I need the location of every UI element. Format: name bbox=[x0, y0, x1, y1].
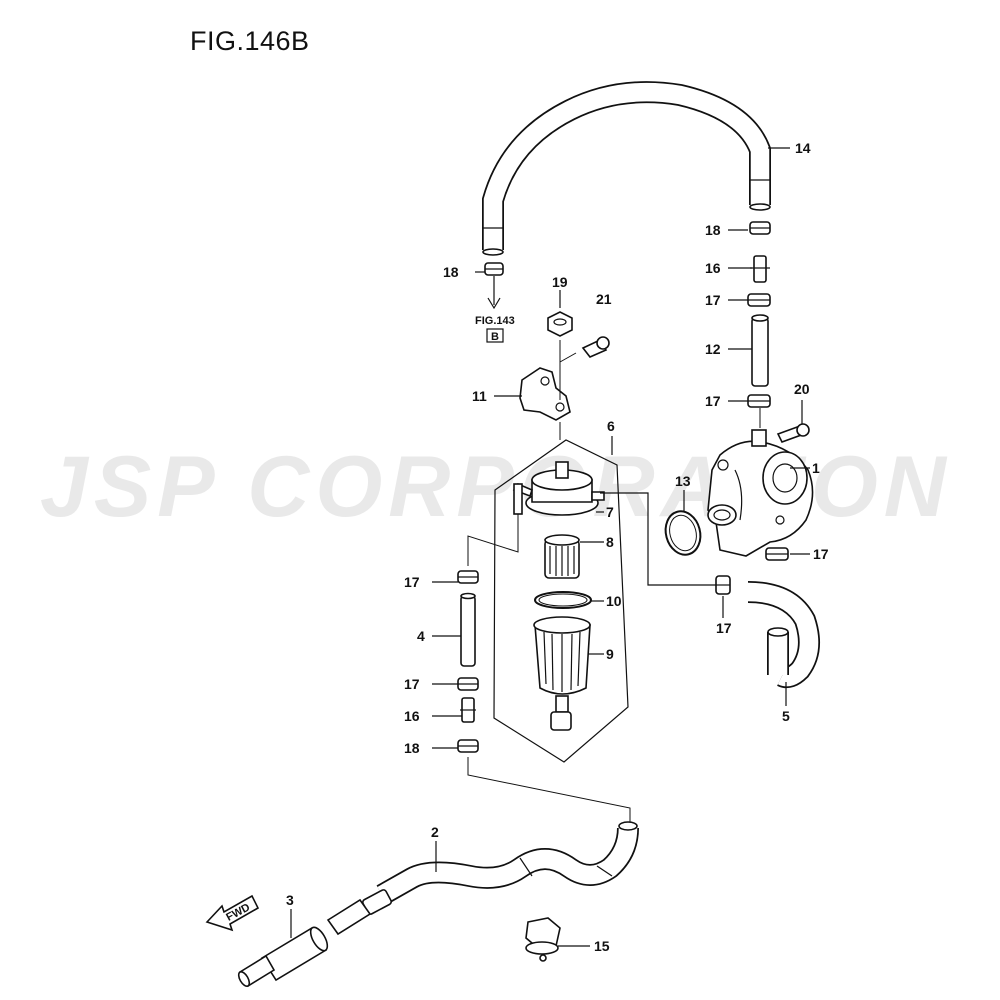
part-17-clip-right-b[interactable] bbox=[747, 394, 771, 408]
callout-17-left-a: 17 bbox=[404, 574, 420, 590]
part-14-hose[interactable] bbox=[482, 81, 771, 256]
reference-box-label: B bbox=[491, 331, 499, 343]
callout-16-right: 16 bbox=[705, 260, 721, 276]
part-5-hose[interactable] bbox=[747, 581, 820, 689]
callout-10: 10 bbox=[606, 593, 622, 609]
callout-21: 21 bbox=[596, 291, 612, 307]
part-9-filter-bowl[interactable] bbox=[533, 616, 591, 731]
callout-11: 11 bbox=[472, 388, 487, 404]
part-16-fitting-right[interactable] bbox=[750, 255, 770, 283]
callout-1: 1 bbox=[812, 460, 820, 476]
callout-17-left-b: 17 bbox=[404, 676, 420, 692]
part-11-bracket[interactable] bbox=[519, 367, 571, 421]
callout-5: 5 bbox=[782, 708, 790, 724]
part-3-connector[interactable] bbox=[237, 898, 372, 988]
part-2-hose[interactable] bbox=[362, 821, 639, 915]
figure-title: FIG.146B bbox=[190, 26, 310, 56]
callout-7: 7 bbox=[606, 504, 614, 520]
callout-9: 9 bbox=[606, 646, 614, 662]
part-13-o-ring[interactable] bbox=[661, 507, 705, 558]
part-21-bolt[interactable] bbox=[581, 336, 610, 358]
callout-19: 19 bbox=[552, 274, 568, 290]
fwd-label: FWD bbox=[224, 901, 252, 923]
part-17-clip-center[interactable] bbox=[715, 575, 731, 595]
figure-reference-label: FIG.143 bbox=[475, 315, 515, 327]
fwd-arrow-icon: FWD bbox=[205, 894, 260, 932]
callout-17-right-a: 17 bbox=[705, 292, 721, 308]
callout-4: 4 bbox=[417, 628, 425, 644]
callout-20: 20 bbox=[794, 381, 810, 397]
part-17-clip-left-b[interactable] bbox=[457, 677, 479, 691]
reference-box bbox=[486, 328, 504, 343]
callout-14: 14 bbox=[795, 140, 811, 156]
part-18-clip-left-bottom[interactable] bbox=[457, 739, 479, 753]
callout-16-left: 16 bbox=[404, 708, 420, 724]
callout-17-center: 17 bbox=[716, 620, 732, 636]
part-17-clip-right-a[interactable] bbox=[747, 293, 771, 307]
callout-6: 6 bbox=[607, 418, 615, 434]
callout-12: 12 bbox=[705, 341, 721, 357]
callout-13: 13 bbox=[675, 473, 691, 489]
callout-3: 3 bbox=[286, 892, 294, 908]
callout-2: 2 bbox=[431, 824, 439, 840]
part-17-clip-left-a[interactable] bbox=[457, 570, 479, 584]
callout-18-left-bottom: 18 bbox=[404, 740, 420, 756]
part-20-bolt[interactable] bbox=[776, 423, 810, 443]
part-4-hose[interactable] bbox=[460, 592, 476, 667]
part-1-fuel-pump[interactable] bbox=[707, 429, 814, 557]
callout-18-left: 18 bbox=[443, 264, 459, 280]
part-7-filter-head[interactable] bbox=[512, 461, 605, 516]
part-10-o-ring[interactable] bbox=[534, 591, 592, 609]
part-6-assembly-frame bbox=[493, 439, 629, 763]
part-8-filter-element[interactable] bbox=[544, 534, 580, 579]
part-19-nut[interactable] bbox=[547, 311, 573, 337]
callout-8: 8 bbox=[606, 534, 614, 550]
callout-17-right-b: 17 bbox=[705, 393, 721, 409]
part-18-clip-right[interactable] bbox=[749, 221, 771, 235]
callout-18-right: 18 bbox=[705, 222, 721, 238]
part-15-clamp[interactable] bbox=[525, 917, 561, 962]
part-12-hose[interactable] bbox=[751, 314, 769, 387]
callout-15: 15 bbox=[594, 938, 610, 954]
part-17-clip-pump[interactable] bbox=[765, 547, 789, 561]
part-18-clip-left[interactable] bbox=[484, 262, 504, 276]
callout-17-pump: 17 bbox=[813, 546, 829, 562]
part-16-fitting-left[interactable] bbox=[460, 697, 476, 723]
